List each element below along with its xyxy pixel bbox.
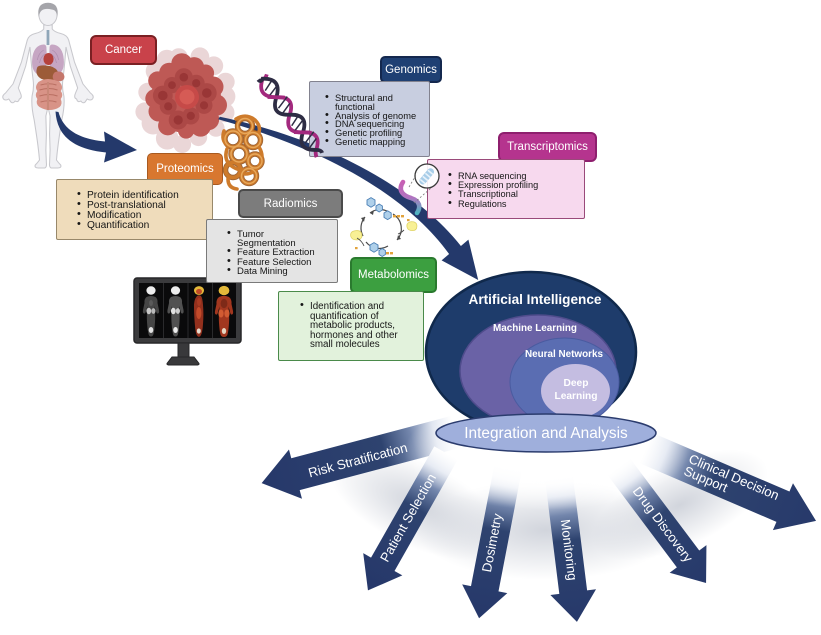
svg-text:Neural Networks: Neural Networks <box>525 349 603 360</box>
svg-text:Integration and Analysis: Integration and Analysis <box>464 425 628 442</box>
svg-text:Deep: Deep <box>564 378 589 389</box>
svg-text:Artificial Intelligence: Artificial Intelligence <box>469 292 602 307</box>
svg-text:Machine Learning: Machine Learning <box>493 323 577 334</box>
svg-text:Learning: Learning <box>554 391 597 402</box>
